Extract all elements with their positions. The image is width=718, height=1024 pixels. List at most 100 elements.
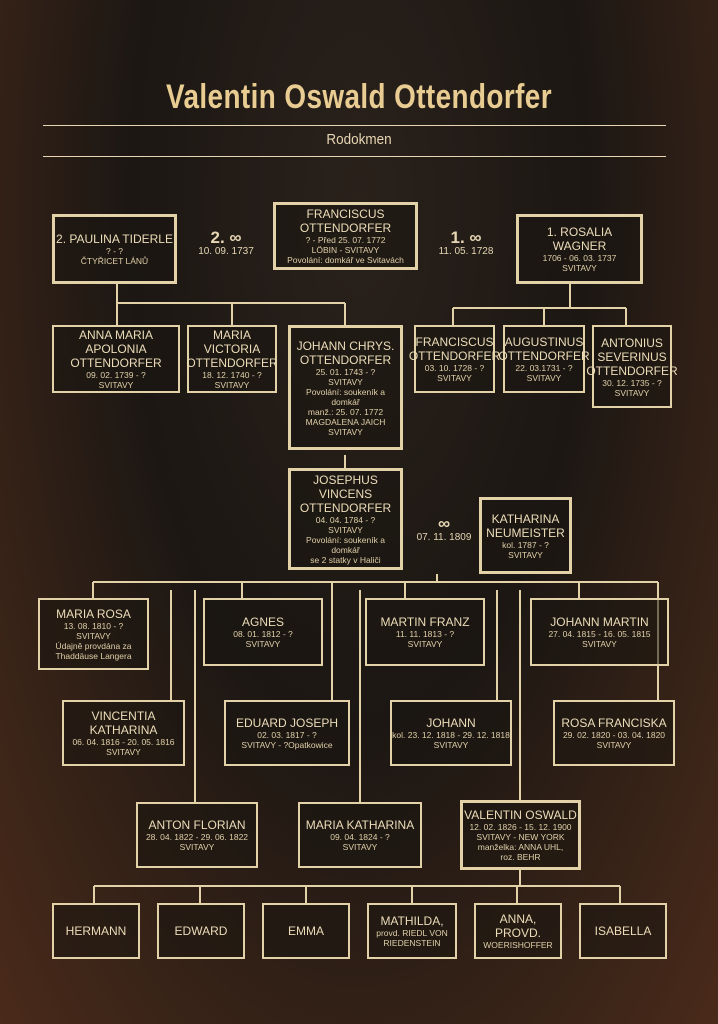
person-name: 1. ROSALIA WAGNER	[546, 225, 613, 253]
marriage-left: 2. ∞10. 09. 1737	[198, 228, 254, 257]
person-detail: ? - Před 25. 07. 1772	[305, 235, 386, 245]
title-rule-bottom	[43, 156, 666, 157]
person-detail: SVITAVY	[437, 373, 472, 383]
person-name: FRANCISCUS OTTENDORFER	[408, 335, 501, 363]
person-franciscus-sr: FRANCISCUS OTTENDORFER? - Před 25. 07. 1…	[273, 202, 418, 270]
person-name: MARIA ROSA	[56, 607, 131, 621]
person-name: JOHANN MARTIN	[550, 615, 649, 629]
person-detail: Thaddäuse Langera	[55, 651, 132, 661]
person-edward: EDWARD	[157, 903, 245, 959]
person-detail: Povolání: soukeník a domkář	[306, 535, 385, 555]
person-detail: 25. 01. 1743 - ?	[315, 366, 376, 377]
person-detail: SVITAVY	[328, 525, 363, 535]
person-name: MATHILDA,	[380, 914, 444, 928]
page-subtitle: Rodokmen	[326, 131, 392, 148]
person-detail: 09. 02. 1739 - ?	[86, 370, 146, 380]
person-detail: 04. 04. 1784 - ?	[315, 515, 376, 525]
person-name: FRANCISCUS OTTENDORFER	[299, 207, 392, 235]
person-name: MARTIN FRANZ	[380, 615, 470, 629]
person-detail: kol. 1787 - ?	[502, 539, 549, 550]
person-name: VINCENTIA KATHARINA	[89, 709, 158, 737]
person-detail: 1706 - 06. 03. 1737	[542, 253, 617, 263]
person-detail: WOERISHOFFER	[483, 940, 553, 950]
person-emma: EMMA	[262, 903, 350, 959]
person-name: VALENTIN OSWALD	[464, 808, 577, 822]
person-detail: 12. 02. 1826 - 15. 12. 1900	[469, 822, 572, 832]
marriage-right: 1. ∞11. 05. 1728	[438, 228, 494, 257]
person-detail: SVITAVY	[582, 639, 617, 649]
person-detail: MAGDALENA JAICH	[305, 416, 386, 427]
person-detail: SVITAVY	[433, 740, 469, 750]
person-detail: SVITAVY	[179, 842, 215, 852]
person-detail: roz. BEHR	[500, 852, 541, 862]
person-name: KATHARINA NEUMEISTER	[486, 511, 565, 540]
person-detail: SVITAVY	[562, 263, 597, 273]
person-detail: SVITAVY	[214, 380, 250, 390]
person-detail: manž.: 25. 07. 1772	[307, 406, 384, 417]
person-detail: 02. 03. 1817 - ?	[257, 730, 317, 740]
person-name: ISABELLA	[594, 924, 652, 938]
person-detail: 13. 08. 1810 - ?	[63, 621, 124, 631]
person-name: AGNES	[241, 615, 284, 629]
person-paulina-tiderle: 2. PAULINA TIDERLE? - ?ČTYŘICET LÁNŮ	[52, 214, 177, 284]
person-detail: 27. 04. 1815 - 16. 05. 1815	[548, 629, 651, 639]
person-name: MARIA KATHARINA	[305, 818, 415, 832]
person-detail: SVITAVY	[98, 380, 134, 390]
person-detail: LÖBIN - SVITAVY	[311, 245, 380, 255]
person-name: ANTONIUS SEVERINUS OTTENDORFER	[586, 335, 678, 378]
person-detail: 22. 03.1731 - ?	[515, 363, 573, 373]
person-detail: SVITAVY - ?Opatkowice	[241, 740, 333, 750]
person-detail: 11. 11. 1813 - ?	[395, 629, 455, 639]
person-name: ANTON FLORIAN	[148, 818, 246, 832]
person-detail: 06. 04. 1816 - 20. 05. 1816	[72, 737, 175, 747]
person-name: EDUARD JOSEPH	[235, 716, 339, 730]
person-name: JOHANN CHRYS. OTTENDORFER	[296, 338, 395, 367]
person-name: 2. PAULINA TIDERLE	[56, 232, 173, 246]
person-detail: se 2 statky v Haliči	[310, 555, 381, 565]
person-name: AUGUSTINUS OTTENDORFER	[498, 335, 590, 363]
person-detail: SVITAVY	[508, 549, 543, 560]
person-detail: 18. 12. 1740 - ?	[202, 370, 262, 380]
person-detail: 09. 04. 1824 - ?	[330, 832, 390, 842]
page-title: Valentin Oswald Ottendorfer	[166, 78, 552, 116]
person-detail: 03. 10. 1728 - ?	[424, 363, 485, 373]
person-detail: SVITAVY	[614, 387, 650, 398]
person-detail: SVITAVY	[526, 373, 562, 383]
person-name: ANNA, provd.	[494, 912, 541, 940]
person-detail: 28. 04. 1822 - 29. 06. 1822	[145, 832, 249, 842]
person-name: MARIA VICTORIA OTTENDORFER	[186, 328, 278, 370]
person-name: ANNA MARIA APOLONIA OTTENDORFER	[70, 328, 162, 370]
person-detail: Povolání: domkář ve Svitavách	[287, 255, 404, 265]
person-isabella: ISABELLA	[579, 903, 667, 959]
person-detail: ČTYŘICET LÁNŮ	[80, 256, 149, 266]
person-detail: 29. 02. 1820 - 03. 04. 1820	[562, 730, 666, 740]
person-anna: ANNA, provd.WOERISHOFFER	[474, 903, 562, 959]
person-detail: SVITAVY	[342, 842, 378, 852]
person-name: HERMANN	[65, 924, 127, 938]
person-detail: SVITAVY - NEW YORK	[476, 832, 565, 842]
person-detail: manželka: ANNA UHL,	[477, 842, 564, 852]
person-detail: SVITAVY	[106, 747, 141, 757]
person-name: EMMA	[288, 924, 324, 938]
person-detail: 08. 01. 1812 - ?	[233, 629, 293, 639]
person-name: ROSA FRANCISKA	[561, 716, 667, 730]
marriage-josephus: ∞07. 11. 1809	[416, 514, 472, 543]
